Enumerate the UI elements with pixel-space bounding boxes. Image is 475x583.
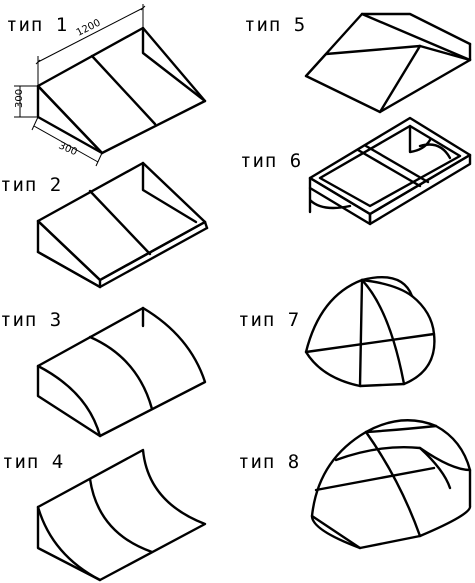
type-7-label: тип 7 bbox=[238, 309, 301, 331]
type-3-figure bbox=[36, 306, 207, 438]
type-3-label: тип 3 bbox=[0, 309, 63, 331]
type-1-figure: 1200 300 300 bbox=[14, 4, 207, 167]
type-2-label: тип 2 bbox=[0, 174, 63, 196]
dimension-height: 300 bbox=[14, 89, 25, 108]
type-1-label: тип 1 bbox=[6, 14, 69, 36]
dimension-depth: 300 bbox=[57, 140, 79, 158]
type-8-label: тип 8 bbox=[238, 451, 301, 473]
type-5-label: тип 5 bbox=[244, 14, 307, 36]
type-7-figure bbox=[304, 276, 436, 388]
type-6-figure bbox=[308, 116, 472, 226]
type-5-figure bbox=[304, 12, 472, 114]
type-8-figure bbox=[310, 419, 472, 550]
type-4-figure bbox=[36, 448, 207, 582]
type-4-label: тип 4 bbox=[2, 451, 65, 473]
type-2-figure bbox=[36, 161, 209, 289]
type-6-label: тип 6 bbox=[240, 150, 303, 172]
